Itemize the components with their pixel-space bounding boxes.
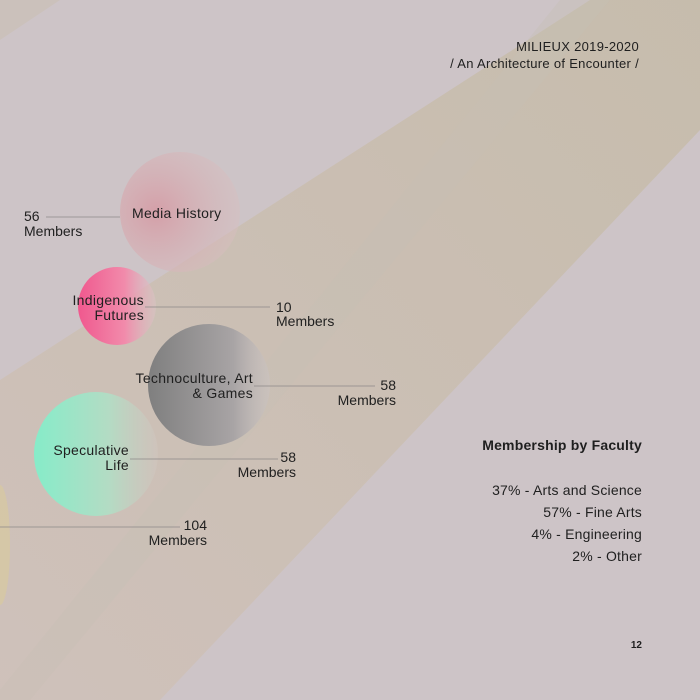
- faculty-list: 37% - Arts and Science 57% - Fine Arts 4…: [492, 479, 642, 567]
- cluster-unit-technoculture: Members: [337, 392, 396, 408]
- cluster-unit-speculative-life: Members: [237, 464, 296, 480]
- cluster-count-technoculture: 58: [380, 377, 396, 393]
- cluster-label-technoculture-1: Technoculture, Art: [135, 370, 253, 386]
- faculty-item: 4% - Engineering: [531, 526, 642, 542]
- cluster-count-speculative-life: 58: [280, 449, 296, 465]
- cluster-count-indigenous-futures: 10: [276, 299, 292, 315]
- faculty-item: 2% - Other: [572, 548, 642, 564]
- cluster-label-speculative-life-1: Speculative: [53, 442, 129, 458]
- page-number: 12: [630, 640, 642, 651]
- cluster-unit-offscreen: Members: [148, 532, 207, 548]
- cluster-label-media-history: Media History: [132, 205, 222, 221]
- cluster-label-technoculture-2: & Games: [192, 385, 253, 401]
- cluster-label-speculative-life-2: Life: [105, 457, 129, 473]
- cluster-unit-media-history: Members: [24, 223, 83, 239]
- cluster-unit-indigenous-futures: Members: [276, 313, 335, 329]
- cluster-label-indigenous-futures-1: Indigenous: [72, 292, 144, 308]
- publication-subtitle: / An Architecture of Encounter /: [450, 56, 639, 71]
- cluster-count-offscreen: 104: [183, 517, 207, 533]
- faculty-item: 37% - Arts and Science: [492, 482, 642, 498]
- cluster-label-indigenous-futures-2: Futures: [94, 307, 144, 323]
- faculty-item: 57% - Fine Arts: [543, 504, 642, 520]
- cluster-count-media-history: 56: [24, 208, 40, 224]
- publication-title: MILIEUX 2019-2020: [516, 39, 639, 54]
- faculty-title: Membership by Faculty: [482, 437, 642, 453]
